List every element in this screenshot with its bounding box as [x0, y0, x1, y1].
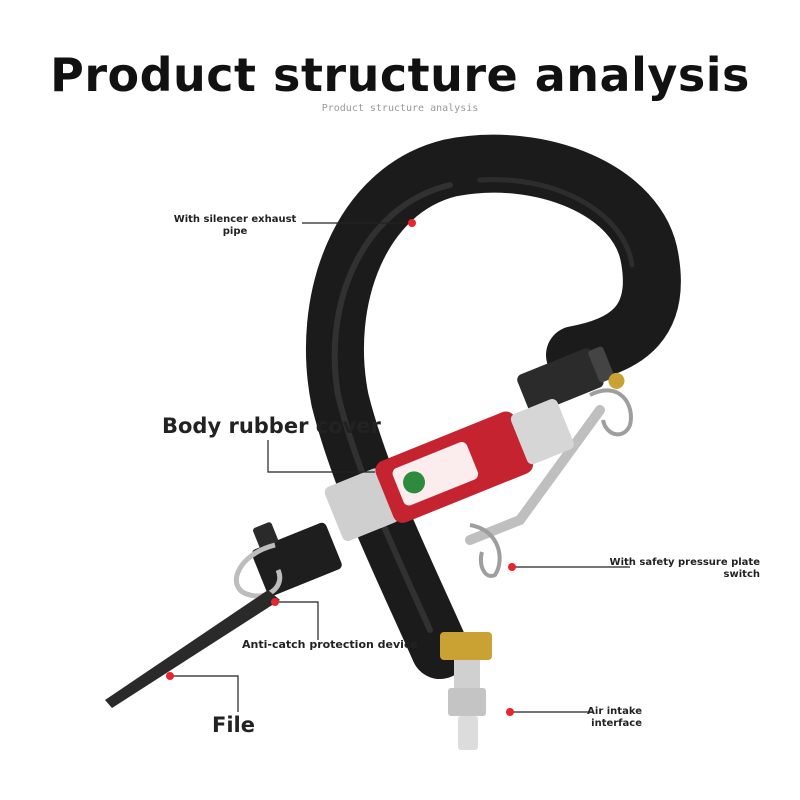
- file-blade: [105, 590, 280, 708]
- hose-highlight-right: [477, 177, 635, 268]
- air-intake-fitting: [440, 632, 492, 750]
- marker-safety-switch: [508, 563, 516, 571]
- label-body-cover: Body rubber cover: [162, 414, 381, 438]
- safety-clip: [469, 523, 502, 578]
- leader-anti-catch: [275, 601, 319, 640]
- front-hook: [233, 542, 283, 599]
- leader-file: [170, 675, 239, 712]
- page-title: Product structure analysis: [50, 48, 750, 102]
- marker-exhaust: [408, 219, 416, 227]
- label-anti-catch: Anti-catch protection device: [242, 638, 418, 651]
- page-subtitle: Product structure analysis: [321, 103, 479, 114]
- trigger-hook: [589, 388, 633, 437]
- label-safety-switch: With safety pressure plate switch: [609, 557, 760, 580]
- label-file: File: [212, 713, 255, 737]
- rear-connector: [517, 346, 625, 414]
- tool-body: [324, 399, 574, 541]
- marker-air-intake: [506, 708, 514, 716]
- hose-highlight: [331, 182, 453, 633]
- marker-anti-catch: [271, 598, 279, 606]
- leader-body-cover: [267, 440, 375, 473]
- front-head: [251, 522, 342, 597]
- label-exhaust: With silencer exhaust pipe: [173, 214, 297, 237]
- marker-file: [166, 672, 174, 680]
- label-air-intake: Air intake interface: [587, 706, 642, 729]
